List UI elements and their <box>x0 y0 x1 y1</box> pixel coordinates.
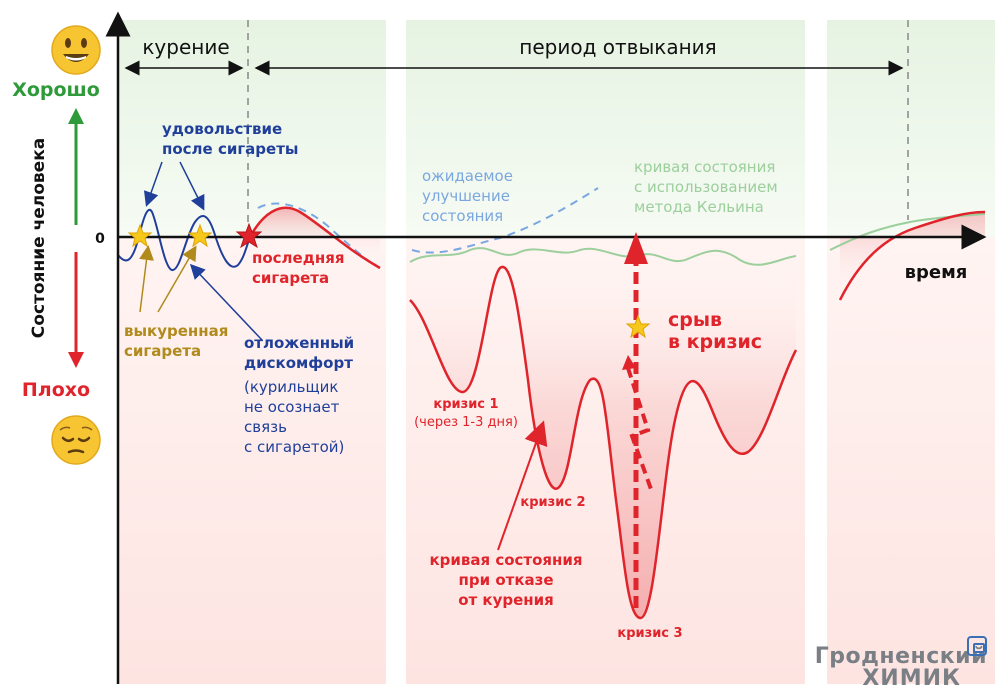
last-cigarette-star <box>235 222 263 249</box>
smoked-star-2 <box>187 223 213 248</box>
state-axis-label: Состояние человека <box>29 138 49 338</box>
smoked-arrow-1 <box>139 245 154 313</box>
crisis2-label: кризис 2 <box>520 495 585 510</box>
quit-curve-label-2: при отказе <box>458 571 553 589</box>
happy-face-icon <box>51 25 101 75</box>
withdrawal-label: период отвыкания <box>519 35 716 59</box>
relapse-label-1: срыв <box>668 309 722 331</box>
time-label: время <box>905 262 968 283</box>
quit-curve <box>409 265 798 620</box>
crisis1-sublabel: (через 1-3 дня) <box>414 415 518 430</box>
watermark-line-2: ХИМИК <box>862 666 961 691</box>
delayed-arrow <box>189 263 263 341</box>
relapse-arrow <box>624 232 648 608</box>
relapse-star <box>625 314 651 339</box>
expected-label-3: состояния <box>422 207 503 225</box>
separator-2 <box>805 20 827 690</box>
smoked-arrow-2 <box>157 245 197 313</box>
satisfaction-arrow-1 <box>143 161 163 207</box>
delayed-label-5: связь <box>244 418 287 436</box>
smoking-label: курение <box>142 35 229 59</box>
delayed-label-2: дискомфорт <box>244 354 353 372</box>
sad-face-icon <box>51 415 101 465</box>
end-curve <box>838 210 986 301</box>
expected-label-1: ожидаемое <box>422 167 513 185</box>
kelvin-label-1: кривая состояния <box>634 158 775 176</box>
watermark-logo-icon <box>967 636 987 656</box>
separator-1 <box>386 20 406 690</box>
good-label: Хорошо <box>12 79 100 101</box>
kelvin-label-3: метода Кельина <box>634 198 764 216</box>
delayed-label-4: не осознает <box>244 398 340 416</box>
zero-label: 0 <box>95 231 105 247</box>
smoked-label-1: выкуренная <box>124 322 228 340</box>
watermark-line-1: Гродненский <box>814 644 987 669</box>
watermark: Гродненский ХИМИК <box>815 646 987 690</box>
satisfaction-arrow-2 <box>179 161 205 211</box>
satisfaction-label-2: после сигареты <box>162 140 298 158</box>
post-quit-curve <box>248 206 381 270</box>
delayed-label-3: (курильщик <box>244 378 338 396</box>
smoked-label-2: сигарета <box>124 342 201 360</box>
quit-curve-label-1: кривая состояния <box>429 551 582 569</box>
good-arrow <box>68 108 84 225</box>
end-curve-fill <box>840 212 985 300</box>
expected-label-2: улучшение <box>422 187 510 205</box>
bad-label: Плохо <box>22 379 90 401</box>
relapse-zigzag <box>622 355 654 493</box>
delayed-label-1: отложенный <box>244 334 354 352</box>
last-cigarette-label-2: сигарета <box>252 269 329 287</box>
delayed-label-6: с сигаретой) <box>244 438 344 456</box>
kelvin-label-2: с использованием <box>634 178 778 196</box>
hump-fill <box>250 207 380 262</box>
last-cigarette-label-1: последняя <box>252 249 344 267</box>
quit-curve-fill <box>410 237 796 619</box>
smoked-star-1 <box>127 223 153 248</box>
bad-arrow <box>68 252 84 368</box>
quit-curve-label-3: от курения <box>458 591 554 609</box>
crisis3-label: кризис 3 <box>617 626 682 641</box>
satisfaction-label-1: удовольствие <box>162 120 282 138</box>
crisis1-label: кризис 1 <box>433 397 498 412</box>
quit-curve-arrow <box>497 420 548 551</box>
relapse-label-2: в кризис <box>668 331 762 353</box>
